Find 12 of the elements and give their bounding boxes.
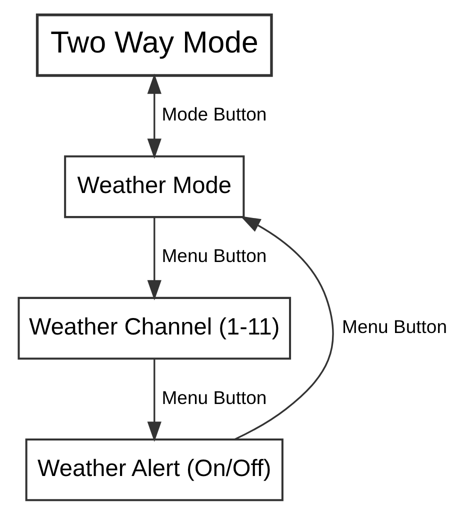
node-box: Weather Alert (On/Off) [24,438,283,502]
edge-label: Menu Button [342,316,447,337]
node-box: Weather Mode [64,155,244,218]
node-box: Weather Channel (1-11) [17,296,291,360]
edge-label: Menu Button [161,245,266,266]
edge-label: Mode Button [161,104,266,125]
arrow [146,74,161,159]
node-box: Two Way Mode [35,14,272,77]
arrow [234,216,334,440]
arrow [146,218,161,300]
arrow [146,359,161,442]
edge-label: Menu Button [161,386,266,408]
